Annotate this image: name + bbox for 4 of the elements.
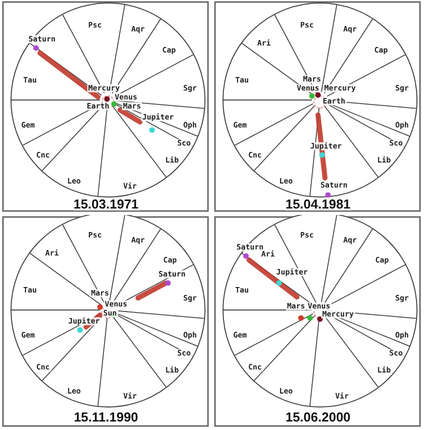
date-label: 15.06.2000 [284, 410, 352, 424]
date-label: 15.03.1971 [72, 198, 140, 210]
date-label: 15.11.1990 [72, 410, 140, 424]
date-label: 15.04.1981 [284, 198, 352, 210]
